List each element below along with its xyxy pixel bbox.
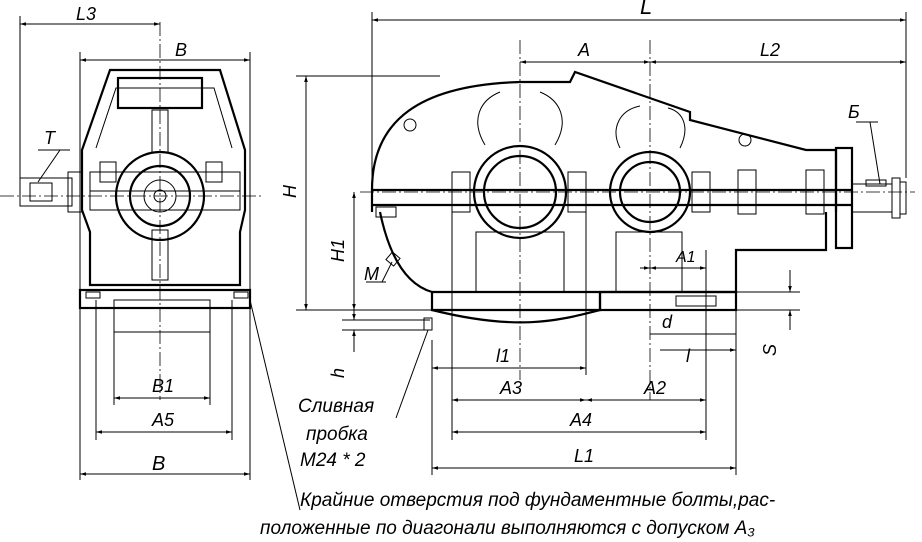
label-B-bottom: B: [152, 453, 165, 475]
drain-plug-line3: M24 * 2: [300, 450, 366, 471]
label-A1: A1: [675, 249, 696, 266]
note-line2: положенные по диагонали выполняются с до…: [260, 518, 755, 539]
side-view: [0, 22, 262, 400]
label-B-top: B: [175, 40, 187, 60]
label-S: S: [760, 344, 780, 356]
label-L1: L1: [574, 446, 594, 466]
label-A2: A2: [643, 378, 666, 398]
label-A3: A3: [499, 378, 522, 398]
label-H: H: [280, 184, 300, 198]
drain-plug-line1: Сливная: [298, 396, 374, 417]
label-T: T: [44, 128, 57, 148]
note-line1: Крайние отверстия под фундаментные болты…: [300, 490, 775, 511]
label-A4: A4: [569, 410, 592, 430]
dimensions: [19, 12, 907, 511]
label-l1: l1: [496, 346, 510, 366]
labels: L L3 B A L2 T Б H H1 M A1 d l S h l1 A3 …: [44, 0, 860, 539]
label-H1: H1: [328, 239, 348, 262]
label-B-cyr: Б: [848, 102, 860, 122]
front-view: [360, 40, 915, 400]
label-L2: L2: [760, 40, 780, 60]
label-M: M: [364, 264, 379, 284]
label-A: A: [577, 40, 590, 60]
label-L3: L3: [76, 4, 96, 24]
label-B1: B1: [152, 376, 174, 396]
label-d: d: [662, 312, 673, 332]
label-A5: A5: [151, 410, 175, 430]
label-l: l: [686, 346, 691, 366]
label-L: L: [640, 0, 652, 19]
label-h: h: [328, 368, 348, 378]
drain-plug-line2: пробка: [306, 424, 368, 445]
